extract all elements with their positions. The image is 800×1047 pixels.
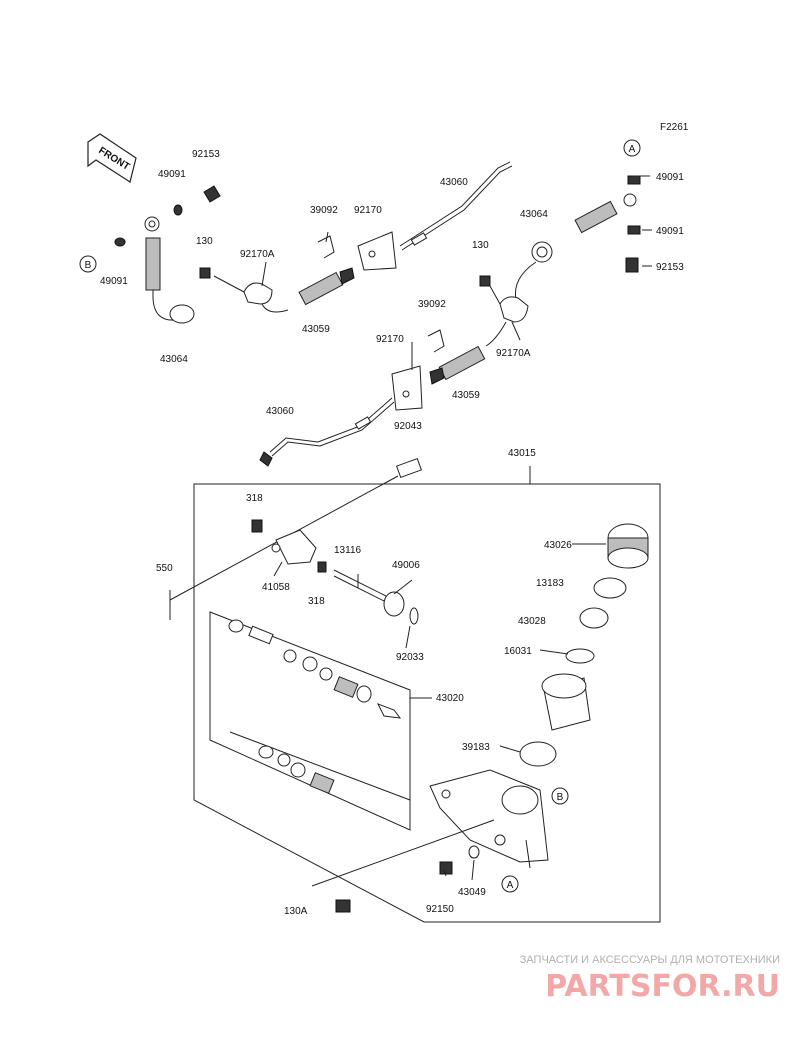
label-43060-a: 43060 bbox=[440, 177, 468, 188]
label-16031: 16031 bbox=[504, 646, 532, 657]
master-cylinder-frame bbox=[193, 466, 661, 923]
label-318-a: 318 bbox=[246, 493, 263, 504]
label-92150: 92150 bbox=[426, 904, 454, 915]
reservoir-parts bbox=[519, 523, 649, 767]
label-130-a: 130 bbox=[196, 236, 213, 247]
label-92043: 92043 bbox=[394, 421, 422, 432]
label-92153-b: 92153 bbox=[656, 262, 684, 273]
label-130-b: 130 bbox=[472, 240, 489, 251]
callout-a-body: A bbox=[501, 875, 519, 893]
piston-kit-parts bbox=[228, 619, 402, 794]
front-arrow-icon: FRONT bbox=[87, 133, 137, 183]
watermark-tagline: ЗАПЧАСТИ И АКСЕССУАРЫ ДЛЯ МОТОТЕХНИКИ bbox=[520, 954, 780, 966]
label-43049: 43049 bbox=[458, 887, 486, 898]
label-43060-b: 43060 bbox=[266, 406, 294, 417]
label-43020: 43020 bbox=[436, 693, 464, 704]
label-43059-b: 43059 bbox=[452, 390, 480, 401]
label-92170-a: 92170 bbox=[354, 205, 382, 216]
label-92170-b: 92170 bbox=[376, 334, 404, 345]
label-43064-a: 43064 bbox=[160, 354, 188, 365]
leader-lines bbox=[261, 175, 652, 881]
label-49006: 49006 bbox=[392, 560, 420, 571]
callout-b-body: B bbox=[551, 787, 569, 805]
label-92170A-b: 92170A bbox=[496, 348, 531, 359]
svg-text:A: A bbox=[629, 144, 636, 155]
label-92033: 92033 bbox=[396, 652, 424, 663]
label-43026: 43026 bbox=[544, 540, 572, 551]
label-13183: 13183 bbox=[536, 578, 564, 589]
push-rod-assembly bbox=[169, 457, 423, 625]
watermark: ЗАПЧАСТИ И АКСЕССУАРЫ ДЛЯ МОТОТЕХНИКИ PA… bbox=[520, 954, 780, 1004]
label-39092-b: 39092 bbox=[418, 299, 446, 310]
label-39183: 39183 bbox=[462, 742, 490, 753]
label-43059-a: 43059 bbox=[302, 324, 330, 335]
svg-text:A: A bbox=[507, 880, 514, 891]
label-49091-d: 49091 bbox=[656, 226, 684, 237]
label-49091-b: 49091 bbox=[100, 276, 128, 287]
label-13116: 13116 bbox=[334, 545, 362, 556]
label-92170A-a: 92170A bbox=[240, 249, 275, 260]
label-41058: 41058 bbox=[262, 582, 290, 593]
label-43028: 43028 bbox=[518, 616, 546, 627]
master-cylinder-body bbox=[311, 769, 549, 913]
upper-right-cable-assembly bbox=[259, 175, 641, 467]
svg-text:B: B bbox=[85, 260, 92, 271]
label-39092-a: 39092 bbox=[310, 205, 338, 216]
label-43064-b: 43064 bbox=[520, 209, 548, 220]
watermark-brand: PARTSFOR.RU bbox=[545, 969, 780, 1004]
label-49091-a: 49091 bbox=[158, 169, 186, 180]
label-92153-a: 92153 bbox=[192, 149, 220, 160]
label-43015: 43015 bbox=[508, 448, 536, 459]
callout-b-left: B bbox=[79, 255, 97, 273]
label-130A: 130A bbox=[284, 906, 308, 917]
label-550: 550 bbox=[156, 563, 173, 574]
diagram-code: F2261 bbox=[660, 122, 689, 133]
label-318-b: 318 bbox=[308, 596, 325, 607]
label-49091-c: 49091 bbox=[656, 172, 684, 183]
svg-text:B: B bbox=[557, 792, 564, 803]
upper-left-cable-assembly bbox=[114, 161, 513, 324]
callout-a-top: A bbox=[623, 139, 641, 157]
part-labels: 49091 92153 49091 130 92170A 43059 43064… bbox=[100, 149, 684, 917]
